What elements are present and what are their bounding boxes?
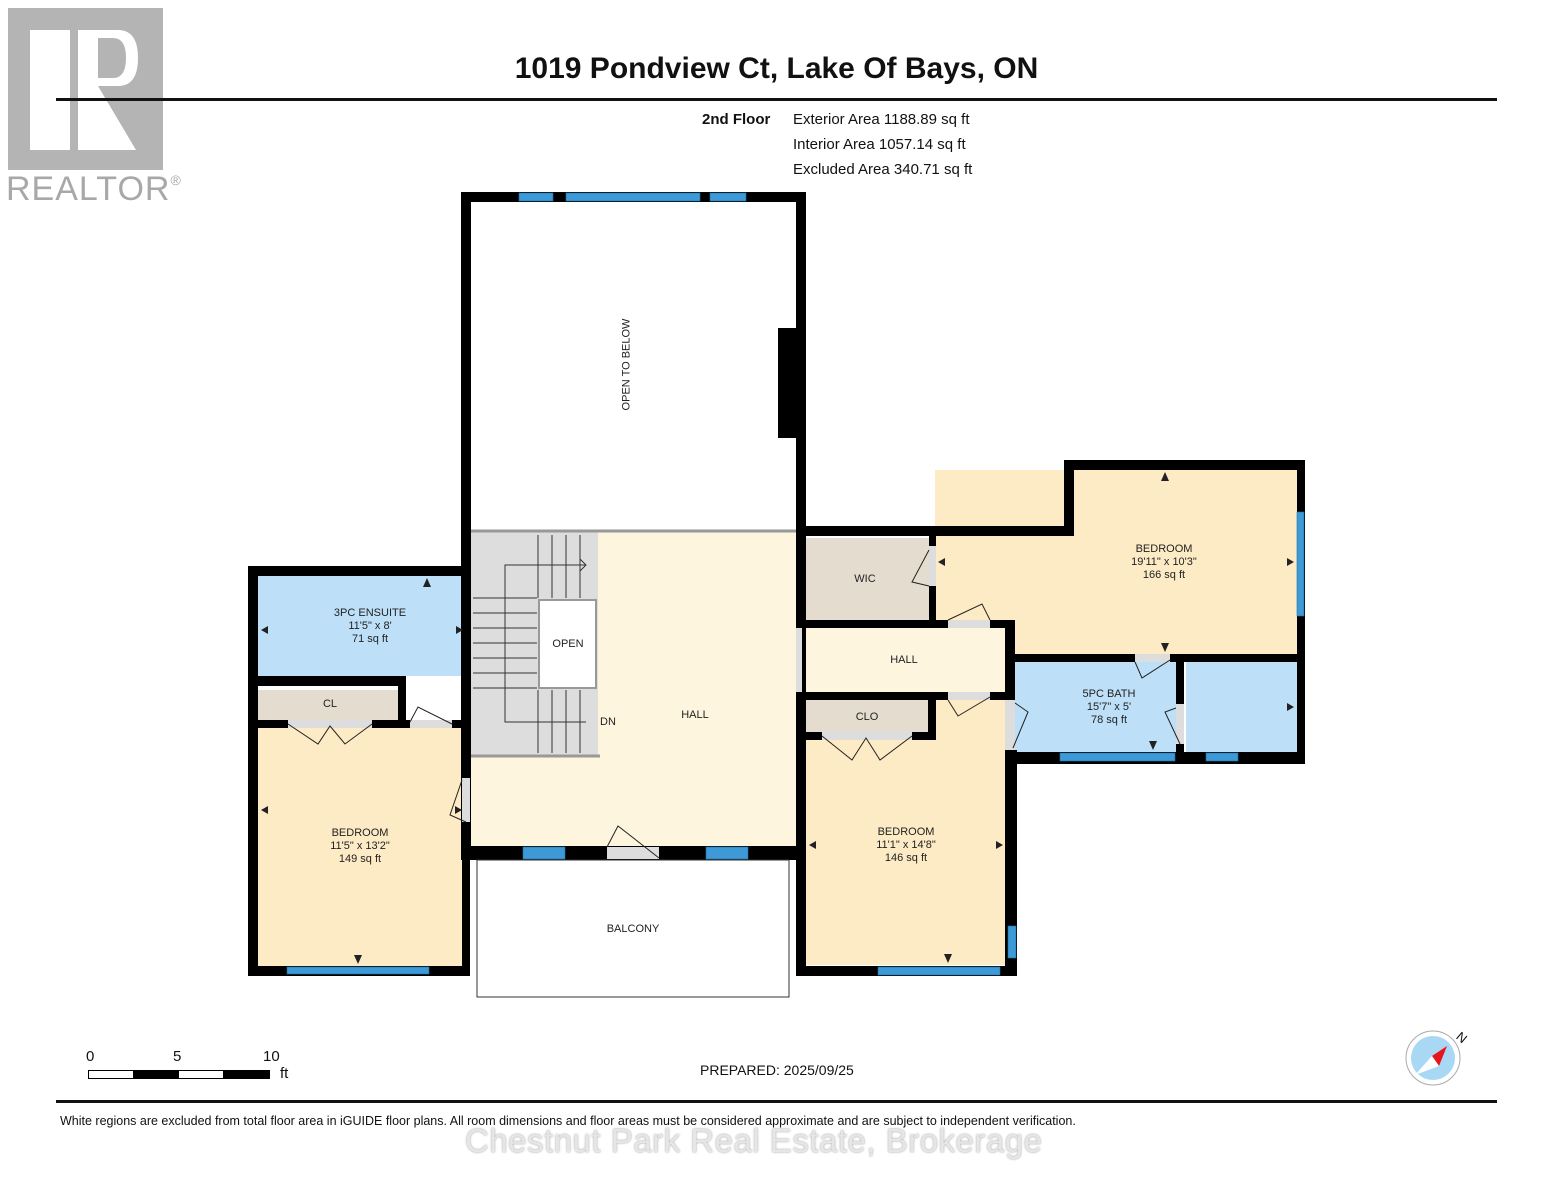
label-open-to-below: OPEN TO BELOW (612, 300, 642, 430)
room-area: 149 sq ft (338, 853, 382, 865)
room-dims: 11'1" x 14'8" (876, 839, 936, 851)
room-name: 5PC BATH (1082, 688, 1136, 700)
realtor-wordmark: REALTOR® (6, 170, 182, 209)
room-wic: WIC (854, 573, 876, 585)
room-name: BEDROOM (331, 827, 389, 839)
scale-tick-0: 0 (86, 1048, 95, 1065)
floor-plan (248, 192, 1305, 998)
realtor-r-icon (30, 30, 138, 150)
room-dims: 15'7" x 5' (1086, 701, 1132, 713)
wic-fill (804, 538, 929, 620)
stair-open-well (538, 599, 597, 689)
brokerage-watermark: Chestnut Park Real Estate, Brokerage (465, 1122, 1043, 1159)
room-area: 146 sq ft (884, 852, 928, 864)
stair-open-label: OPEN (552, 638, 584, 650)
disclaimer: White regions are excluded from total fl… (60, 1114, 1076, 1128)
bedroom-left-fill (258, 726, 462, 966)
balcony-outline (476, 859, 790, 998)
bath-fill (1015, 662, 1179, 752)
compass: N (1405, 1029, 1475, 1090)
room-ensuite: 3PC ENSUITE 11'5" x 8' 71 sq ft (300, 607, 440, 646)
room-dims: 19'11" x 10'3" (1131, 556, 1197, 568)
stair-down-label: DN (600, 716, 616, 728)
exterior-area: Exterior Area 1188.89 sq ft (793, 111, 970, 128)
excluded-area: Excluded Area 340.71 sq ft (793, 161, 973, 178)
door-swings (287, 549, 1181, 859)
room-bedroom-upper-right: BEDROOM 19'11" x 10'3" 166 sq ft (1094, 543, 1234, 582)
room-area: 71 sq ft (351, 633, 389, 645)
registered-mark: ® (170, 172, 182, 188)
header-divider (56, 98, 1497, 101)
room-name: 3PC ENSUITE (333, 607, 407, 619)
footer-divider (56, 1100, 1497, 1103)
open-to-below-text: OPEN TO BELOW (620, 318, 633, 411)
scale-tick-10: 10 (263, 1048, 280, 1065)
hall-small-fill (800, 628, 1005, 692)
room-bedroom-left: BEDROOM 11'5" x 13'2" 149 sq ft (290, 827, 430, 866)
room-dims: 11'5" x 8' (348, 620, 392, 632)
room-area: 166 sq ft (1142, 569, 1186, 581)
room-hall-small: HALL (890, 654, 918, 666)
room-name: BEDROOM (877, 826, 935, 838)
room-balcony: BALCONY (606, 923, 660, 935)
realtor-brand-text: REALTOR (6, 170, 171, 208)
windows (286, 192, 1305, 976)
scale-bar (88, 1070, 270, 1079)
ensuite-fill (258, 576, 466, 676)
room-bath: 5PC BATH 15'7" x 5' 78 sq ft (1049, 688, 1169, 727)
interior-area: Interior Area 1057.14 sq ft (793, 136, 966, 153)
page-title: 1019 Pondview Ct, Lake Of Bays, ON (514, 52, 1039, 85)
room-name: BEDROOM (1135, 543, 1193, 555)
compass-icon (1405, 1030, 1461, 1086)
room-closet-left: CL (322, 698, 338, 710)
closet-left-fill (258, 690, 398, 720)
room-area: 78 sq ft (1090, 714, 1128, 726)
scale-tick-5: 5 (173, 1048, 182, 1065)
dimension-arrows (261, 472, 1294, 964)
prepared-date: PREPARED: 2025/09/25 (700, 1062, 854, 1078)
scale-unit: ft (280, 1065, 289, 1082)
bath-annex-fill (1186, 662, 1297, 752)
room-dims: 11'5" x 13'2" (330, 840, 390, 852)
room-closet-right: CLO (855, 711, 879, 723)
door-openings (288, 546, 1184, 859)
realtor-logo-mark (8, 8, 163, 170)
room-hall-main: HALL (681, 709, 709, 721)
floor-label: 2nd Floor (702, 111, 771, 128)
stairs (473, 535, 587, 753)
room-bedroom-lower-right: BEDROOM 11'1" x 14'8" 146 sq ft (836, 826, 976, 865)
